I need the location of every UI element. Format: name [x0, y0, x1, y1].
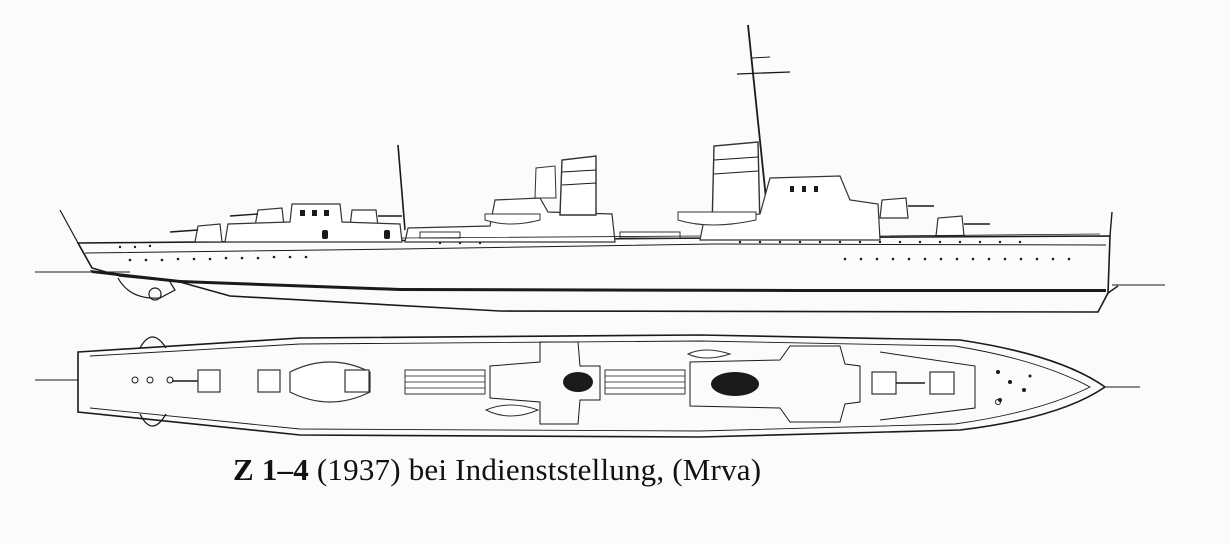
mainmast-yard	[736, 71, 791, 75]
plan-deck-fittings	[131, 376, 1001, 405]
caption-year: (1937)	[316, 452, 401, 487]
aft-boat	[677, 211, 757, 226]
plan-midship-deckhouse	[489, 341, 601, 425]
plan-view	[35, 334, 1140, 438]
bridge-windows	[300, 210, 390, 239]
plan-gun-mounts	[172, 361, 955, 403]
plan-deck-edge	[89, 340, 1091, 432]
plan-boat-aft	[686, 349, 732, 359]
plan-torpedo-tubes	[404, 369, 686, 395]
deck-railing	[401, 233, 1101, 239]
plan-fore-funnel	[563, 372, 593, 392]
figure-caption: Z 1–4 (1937) bei Indienststellung, (Mrva…	[233, 452, 993, 488]
mainmast	[747, 24, 769, 219]
plan-hull-outline	[77, 334, 1107, 438]
caption-ship-id: Z 1–4	[233, 452, 309, 487]
search-light-platform	[534, 165, 557, 199]
hull-outline	[76, 235, 1111, 313]
plan-aft-funnel	[711, 372, 759, 396]
fore-funnel	[559, 155, 597, 216]
caption-credit: (Mrva)	[672, 452, 762, 487]
propeller	[148, 287, 162, 301]
side-elevation-view	[35, 24, 1165, 313]
foremast	[397, 144, 406, 231]
plan-bow-deck	[879, 351, 976, 421]
stern	[1107, 211, 1119, 294]
plan-stern-bulwark-top	[139, 336, 167, 349]
plan-bow-fittings	[996, 370, 1032, 402]
midship-boat	[484, 213, 541, 225]
plan-boat-port	[484, 404, 540, 417]
bridge-structure	[224, 203, 403, 243]
plan-stern-bulwark-bottom	[139, 413, 167, 427]
portholes-lower	[128, 255, 1071, 262]
bow-post	[59, 209, 93, 269]
aft-gun-mounts	[879, 197, 990, 237]
aft-deck-windows	[790, 186, 818, 192]
caption-description: bei Indienststellung,	[408, 452, 665, 487]
boot-topping-stripe	[90, 270, 1106, 292]
plan-aft-deckhouse	[689, 345, 861, 423]
sheer-line	[84, 243, 1107, 254]
